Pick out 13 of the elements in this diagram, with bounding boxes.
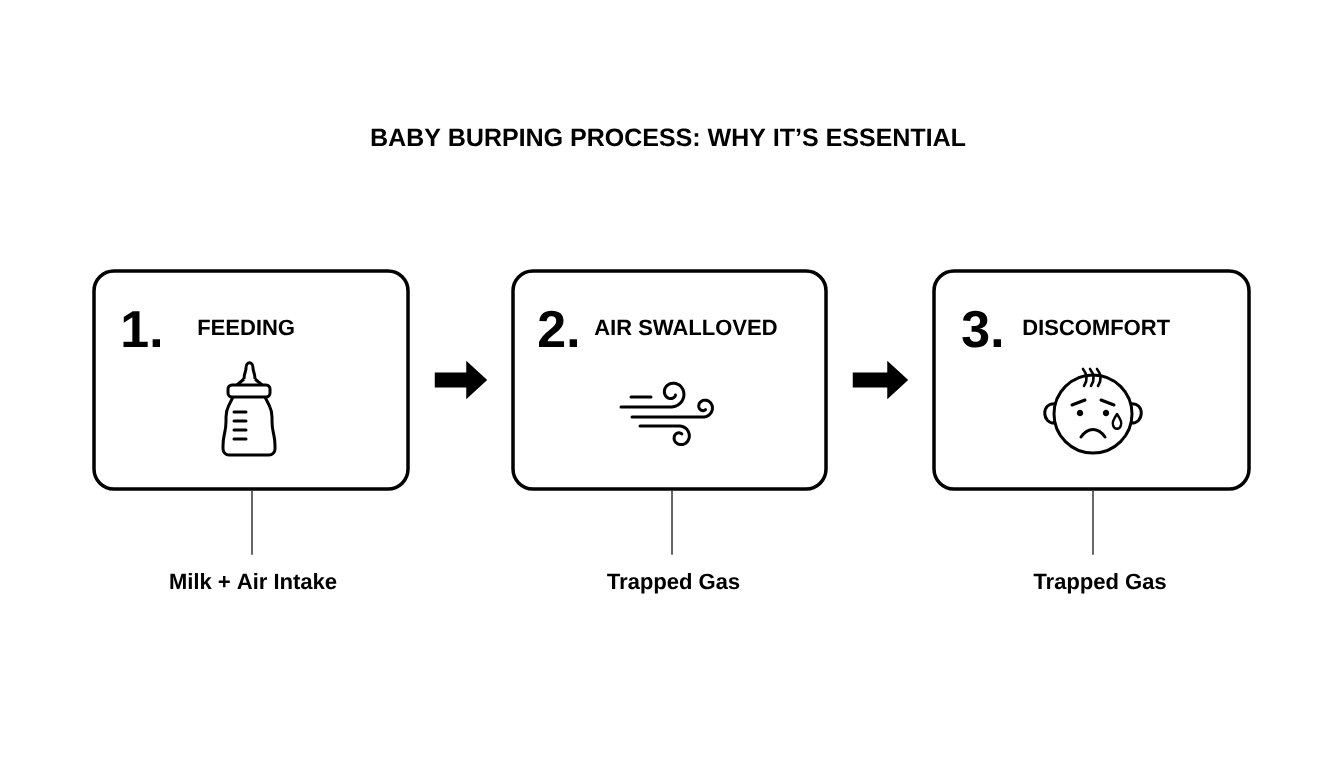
step-number: 1. (123, 311, 160, 347)
step-number: 2. (539, 310, 577, 347)
caption-text: Trapped Gas (1033, 573, 1166, 594)
title: BABY BURPING PROCESS: WHY IT’S ESSENTIAL (371, 128, 966, 147)
leader-line (671, 490, 673, 556)
caption-text: Trapped Gas (607, 573, 740, 594)
step-number: 3. (962, 310, 1001, 348)
leader-line (1092, 490, 1094, 556)
step-title: FEEDING (198, 319, 294, 336)
step-title: AIR SWALLOVED (594, 319, 777, 336)
step-title: DISCOMFORT (1023, 319, 1170, 336)
leader-line (251, 490, 253, 556)
caption-text: Milk + Air Intake (170, 573, 337, 590)
